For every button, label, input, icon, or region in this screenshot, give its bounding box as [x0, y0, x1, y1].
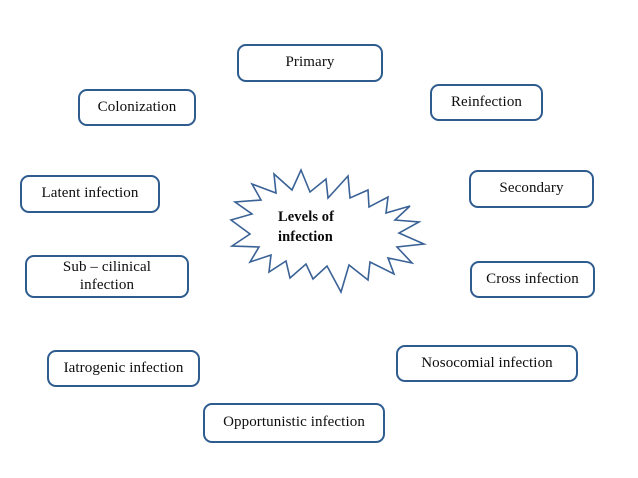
node-reinfection[interactable]: Reinfection [430, 84, 543, 121]
node-colonization-label: Colonization [97, 98, 177, 115]
starburst-shape [222, 168, 428, 300]
node-sub-cilinical-infection[interactable]: Sub – cilinical infection [25, 255, 189, 298]
node-secondary-label: Secondary [499, 180, 564, 197]
node-latent-infection[interactable]: Latent infection [20, 175, 160, 213]
node-cross-infection-label: Cross infection [486, 270, 579, 287]
node-colonization[interactable]: Colonization [78, 89, 196, 126]
node-primary-label: Primary [285, 54, 335, 71]
center-starburst: Levels of infection [222, 168, 428, 300]
node-latent-infection-label: Latent infection [41, 185, 139, 202]
node-primary[interactable]: Primary [237, 44, 383, 82]
node-nosocomial-infection[interactable]: Nosocomial infection [396, 345, 578, 382]
node-sub-cilinical-infection-label: Sub – cilinical infection [62, 258, 152, 293]
node-secondary[interactable]: Secondary [469, 170, 594, 208]
node-iatrogenic-infection[interactable]: Iatrogenic infection [47, 350, 200, 387]
center-title: Levels of infection [278, 209, 335, 245]
node-opportunistic-infection[interactable]: Opportunistic infection [203, 403, 385, 443]
node-reinfection-label: Reinfection [450, 93, 523, 110]
node-opportunistic-infection-label: Opportunistic infection [223, 414, 365, 431]
node-cross-infection[interactable]: Cross infection [470, 261, 595, 298]
node-iatrogenic-infection-label: Iatrogenic infection [63, 359, 184, 376]
node-nosocomial-infection-label: Nosocomial infection [421, 354, 553, 371]
